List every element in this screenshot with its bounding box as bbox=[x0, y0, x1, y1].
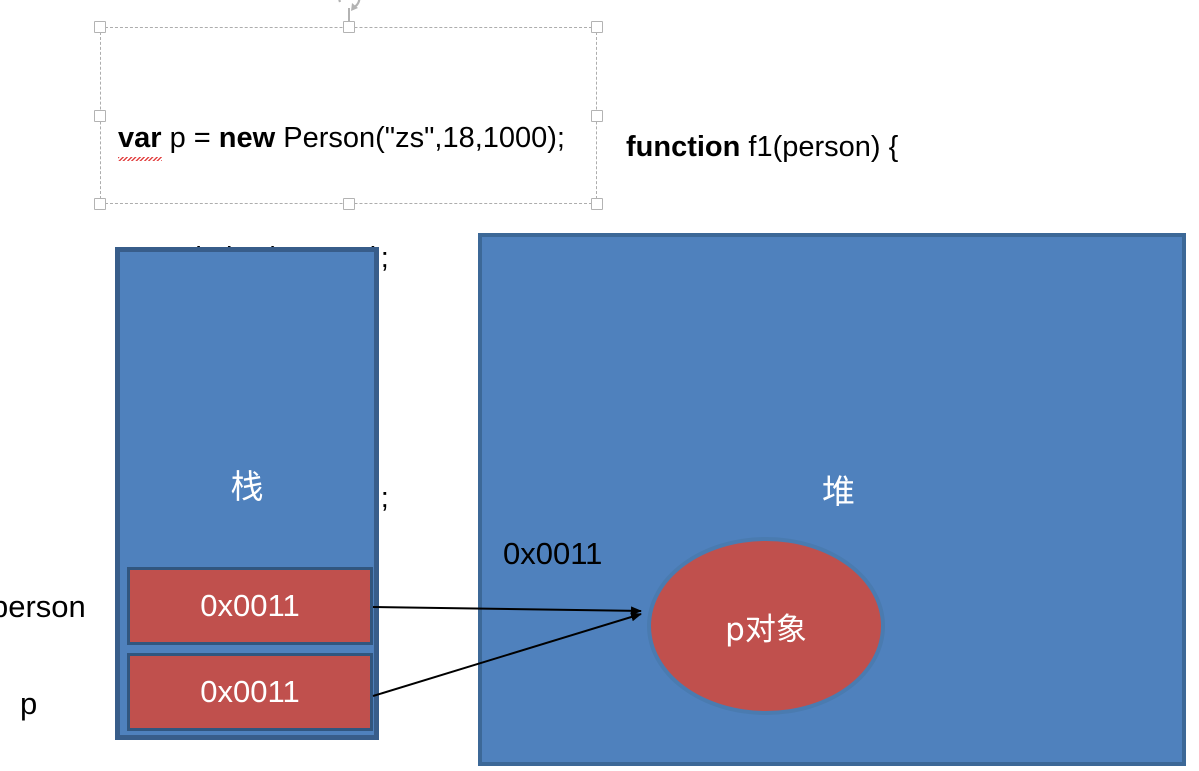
selection-handle-bottom-right[interactable] bbox=[591, 198, 603, 210]
function-line-1: function f1(person) { bbox=[626, 127, 1096, 167]
stack-title: 栈 bbox=[230, 467, 264, 506]
stack-var-label-p: p bbox=[20, 686, 38, 721]
stack-cell-person[interactable]: 0x0011 bbox=[127, 567, 373, 645]
heap-region[interactable]: 堆 0x0011 p对象 bbox=[478, 233, 1186, 766]
heap-title: 堆 bbox=[822, 472, 855, 511]
selection-handle-top-center[interactable] bbox=[342, 21, 355, 33]
heap-object-label: p对象 bbox=[725, 611, 807, 648]
rotation-stem bbox=[347, 8, 350, 28]
code-line-1-tail: Person("zs",18,1000); bbox=[275, 122, 565, 154]
stack-var-label-person: person bbox=[0, 589, 86, 624]
function-line-1-tail: f1(person) { bbox=[740, 131, 899, 163]
keyword-function: function bbox=[626, 131, 741, 163]
keyword-new: new bbox=[218, 122, 276, 154]
stack-cell-p-value: 0x0011 bbox=[200, 674, 300, 709]
code-line-1: var p = new Person("zs",18,1000); bbox=[118, 118, 588, 161]
selection-handle-top-left[interactable] bbox=[94, 21, 106, 33]
selection-handle-middle-left[interactable] bbox=[94, 109, 106, 122]
selection-handle-middle-right[interactable] bbox=[591, 109, 603, 122]
stack-cell-p[interactable]: 0x0011 bbox=[127, 653, 373, 731]
selection-handle-top-right[interactable] bbox=[591, 21, 603, 33]
heap-address-label: 0x0011 bbox=[503, 536, 603, 571]
stack-cell-person-value: 0x0011 bbox=[200, 588, 300, 623]
keyword-var: var bbox=[118, 118, 162, 161]
code-line-1-rest: p = bbox=[161, 122, 219, 154]
heap-object-ellipse[interactable]: p对象 bbox=[647, 537, 885, 715]
selection-handle-bottom-left[interactable] bbox=[94, 198, 106, 210]
rotate-icon[interactable] bbox=[335, 0, 363, 12]
stack-region[interactable]: 栈 0x0011 0x0011 bbox=[115, 247, 379, 740]
